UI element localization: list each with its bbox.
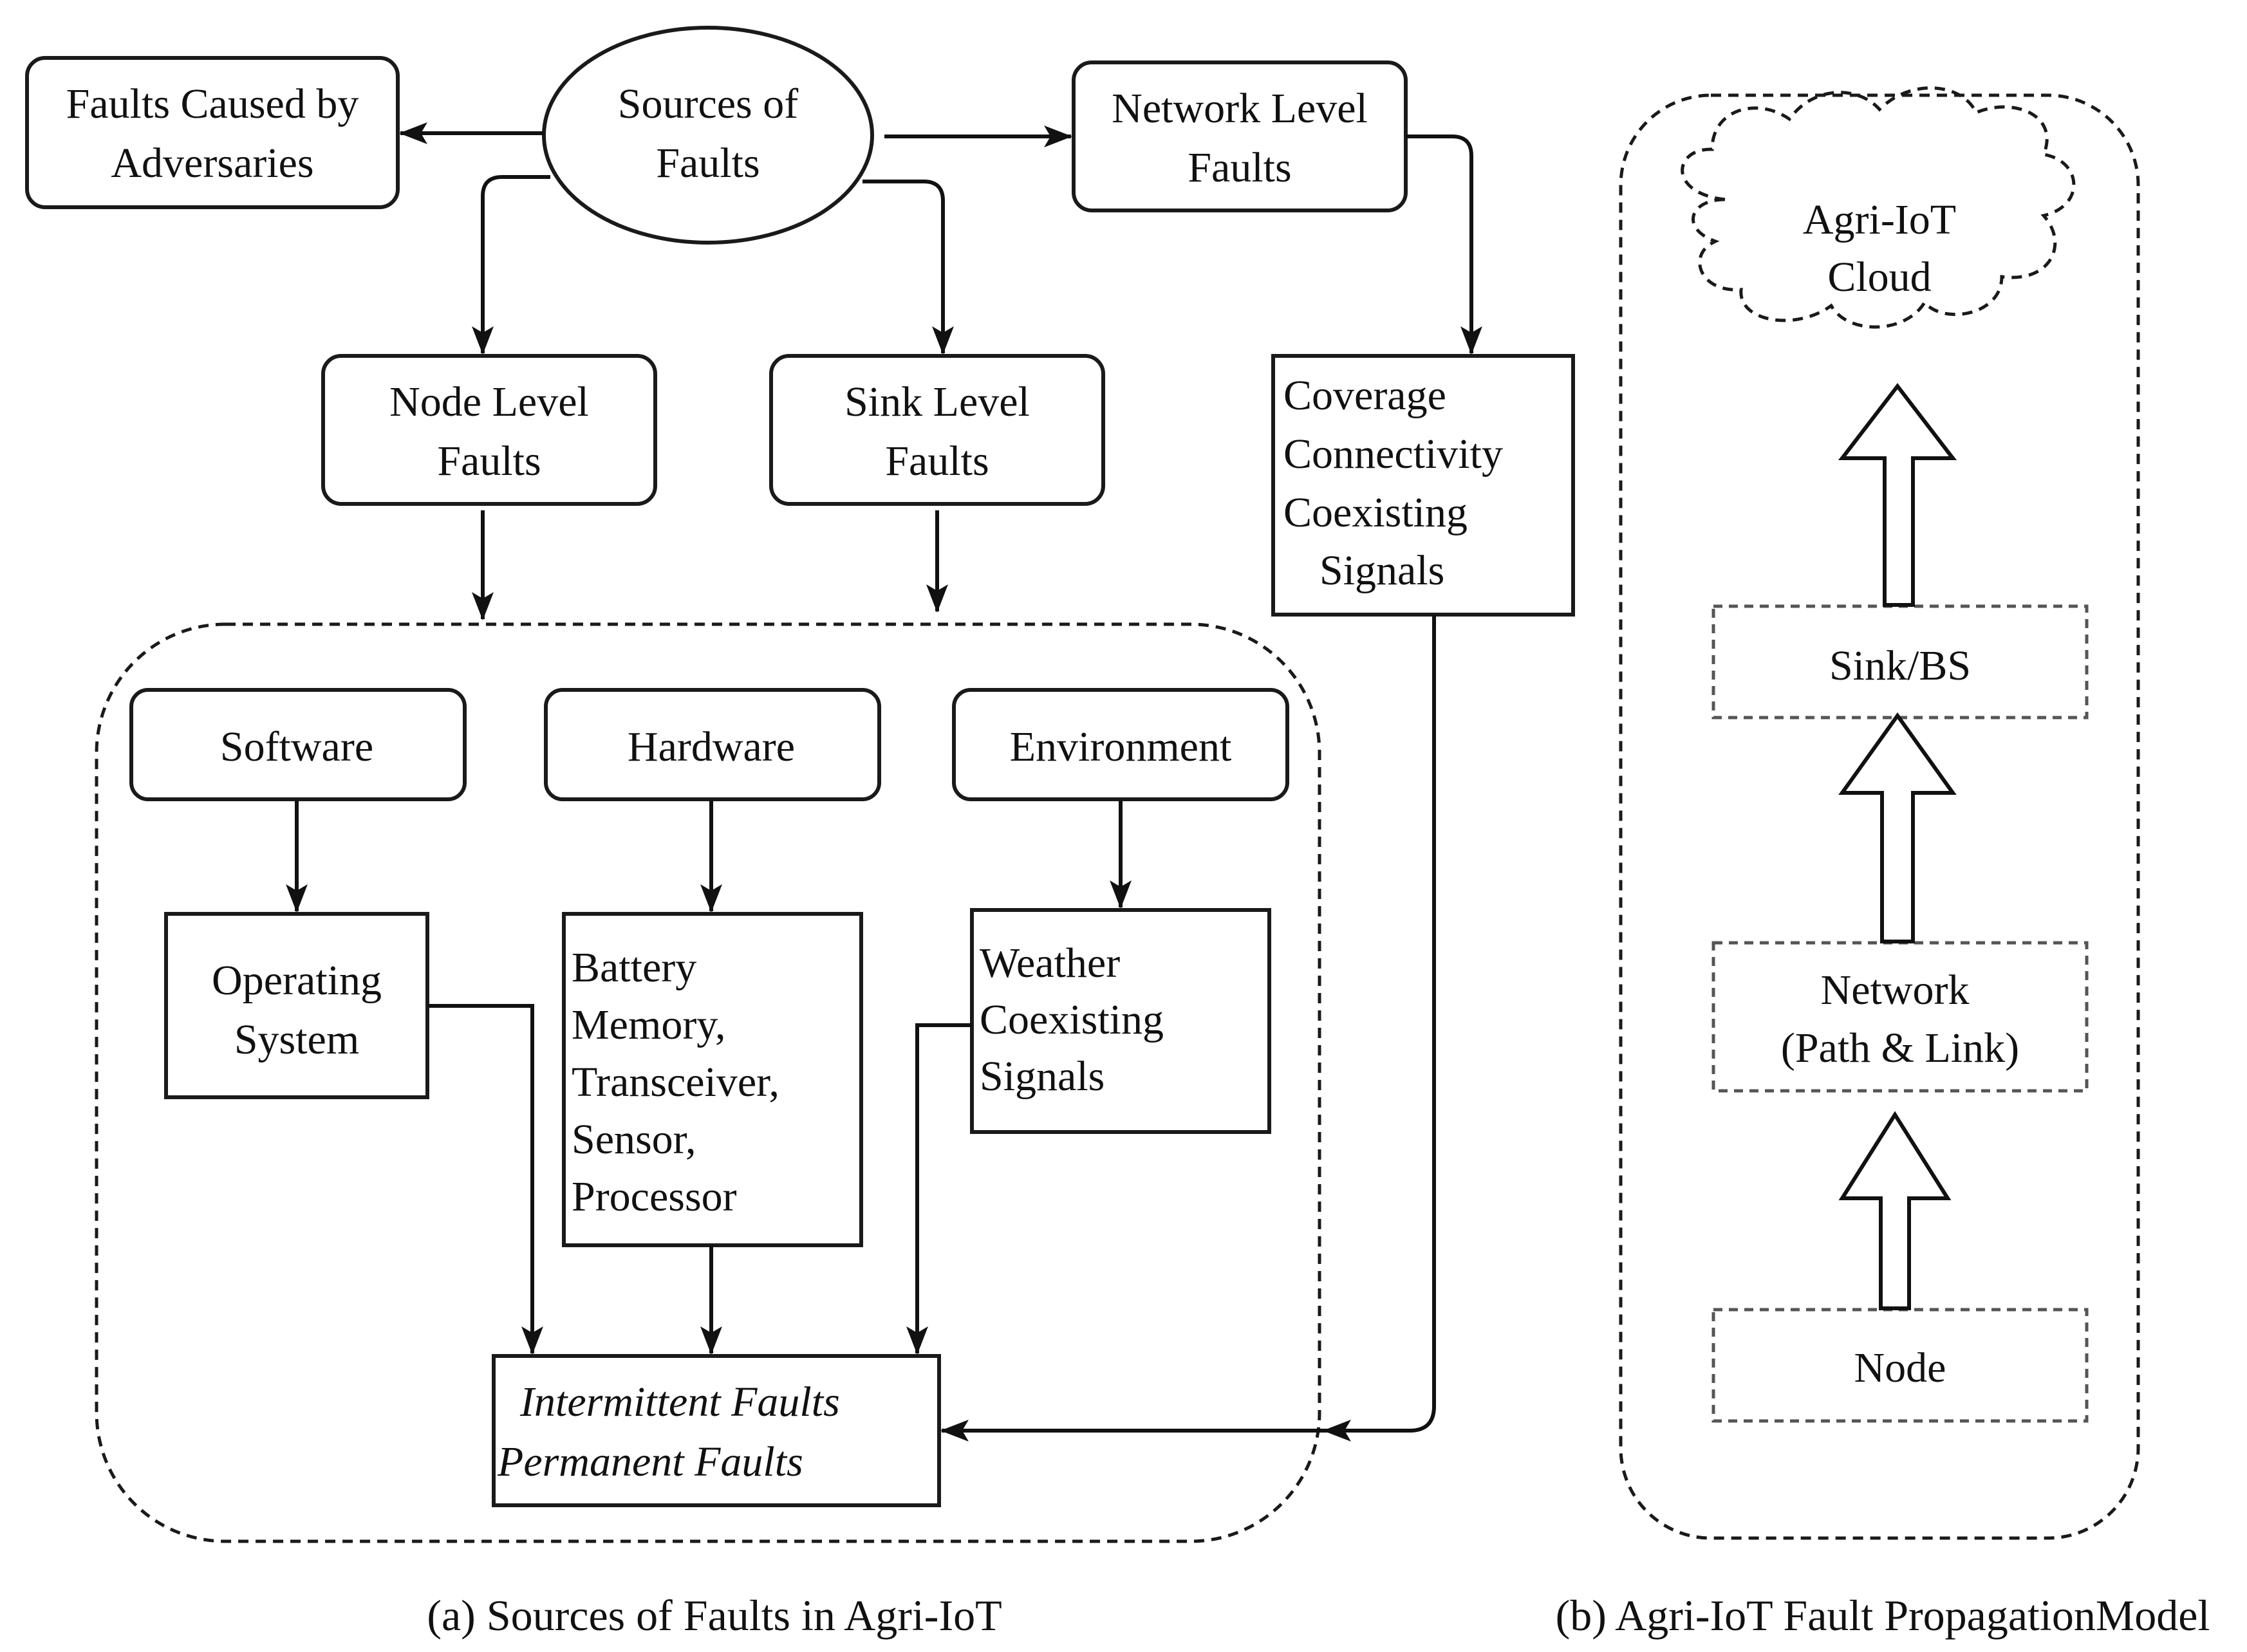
hw-battery: Battery: [572, 944, 696, 991]
sink-level-line-1: Sink Level: [844, 378, 1030, 425]
sources-line-2: Faults: [656, 140, 760, 187]
propagation-arrow-node-to-network: [1838, 1111, 1952, 1310]
cloud-line-1: Agri-IoT: [1803, 196, 1956, 243]
caption-a: (a) Sources of Faults in Agri-IoT: [427, 1591, 1002, 1640]
adversaries-line-1: Faults Caused by: [66, 80, 359, 127]
node-label: Node: [1854, 1344, 1946, 1391]
panel-b: Agri-IoT Cloud Sink/BS Network (Path & L…: [1556, 86, 2210, 1640]
adversaries-line-2: Adversaries: [111, 140, 313, 187]
env-weather: Weather: [980, 940, 1120, 987]
adversaries-node: Faults Caused by Adversaries: [25, 56, 400, 209]
propagation-arrow-network-to-sink: [1838, 712, 1957, 943]
propagation-container: [1619, 93, 2140, 1540]
os-line-1: Operating: [212, 957, 382, 1004]
hw-transceiver: Transceiver,: [572, 1059, 779, 1106]
edge-network-level-to-issues: [1406, 135, 1482, 355]
fault-types-node: Intermittent Faults Permanent Faults: [492, 1354, 941, 1507]
node-level-line-1: Node Level: [389, 378, 589, 425]
sources-of-faults-node: Sources of Faults: [542, 26, 874, 245]
network-level-line-1: Network Level: [1112, 85, 1368, 132]
edge-issues-to-faults: [940, 615, 1436, 1442]
caption-b: (b) Agri-IoT Fault PropagationModel: [1556, 1591, 2210, 1640]
network-issue-coexisting: Coexisting: [1283, 489, 1468, 536]
operating-system-node: Operating System: [164, 912, 429, 1099]
agri-iot-cloud: Agri-IoT Cloud: [1681, 86, 2076, 329]
hw-sensor: Sensor,: [572, 1116, 696, 1163]
network-line-2: (Path & Link): [1781, 1025, 2019, 1072]
environment-factors-node: Weather Coexisting Signals: [970, 908, 1271, 1134]
network-layer: Network (Path & Link): [1711, 941, 2089, 1093]
sources-line-1: Sources of: [618, 80, 798, 127]
sink-bs-label: Sink/BS: [1829, 642, 1971, 689]
hardware-node: Hardware: [544, 688, 881, 801]
environment-label: Environment: [1010, 723, 1232, 770]
network-level-node: Network Level Faults: [1072, 60, 1408, 212]
network-issue-signals: Signals: [1319, 547, 1444, 594]
network-line-1: Network: [1821, 967, 1970, 1014]
node-level-line-2: Faults: [437, 438, 541, 485]
panel-a: Sources of Faults Faults Caused by Adver…: [25, 26, 1575, 1640]
hardware-components-node: Battery Memory, Transceiver, Sensor, Pro…: [562, 912, 863, 1247]
software-label: Software: [220, 723, 373, 770]
node-layer: Node: [1711, 1308, 2089, 1423]
network-issues-node: Coverage Connectivity Coexisting Signals: [1271, 354, 1575, 617]
hw-memory: Memory,: [572, 1001, 726, 1048]
node-sink-fault-container: [95, 622, 1321, 1543]
network-issue-connectivity: Connectivity: [1283, 431, 1503, 478]
network-issue-coverage: Coverage: [1283, 372, 1446, 419]
fault-type-intermittent: Intermittent Faults: [519, 1378, 840, 1425]
node-level-node: Node Level Faults: [321, 354, 657, 506]
edge-sources-to-node-level: [472, 175, 550, 355]
hardware-label: Hardware: [628, 723, 795, 770]
os-line-2: System: [234, 1016, 359, 1063]
env-coexisting: Coexisting: [980, 996, 1164, 1043]
hw-processor: Processor: [572, 1173, 737, 1220]
sink-level-node: Sink Level Faults: [769, 354, 1105, 506]
env-signals: Signals: [980, 1053, 1105, 1100]
edge-factors-to-faults: [906, 1023, 972, 1355]
edge-os-to-faults: [427, 1004, 543, 1355]
propagation-arrow-sink-to-cloud: [1838, 383, 1957, 607]
environment-node: Environment: [952, 688, 1289, 801]
fault-type-permanent: Permanent Faults: [497, 1438, 803, 1485]
edge-sources-to-sink-level: [862, 180, 954, 355]
software-node: Software: [129, 688, 467, 801]
cloud-line-2: Cloud: [1827, 254, 1931, 301]
network-level-line-2: Faults: [1188, 144, 1291, 191]
sink-level-line-2: Faults: [885, 438, 989, 485]
sink-bs-layer: Sink/BS: [1711, 604, 2089, 719]
